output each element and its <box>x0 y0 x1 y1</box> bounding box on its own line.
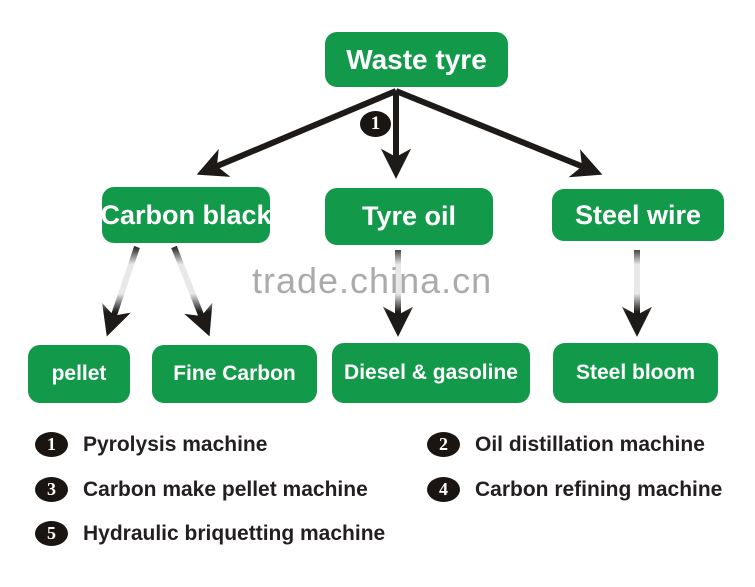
legend-item-carbon-refining: 4 Carbon refining machine <box>427 477 722 502</box>
arrow-waste-tyre-to-carbon-black <box>196 88 398 177</box>
node-pellet: pellet <box>28 345 130 403</box>
node-tyre-oil: Tyre oil <box>325 188 493 245</box>
legend-badge-2: 2 <box>427 432 460 457</box>
legend-label: Oil distillation machine <box>475 432 705 456</box>
arrow-waste-tyre-to-steel-wire <box>394 88 603 178</box>
watermark-text: trade.china.cn <box>252 260 493 301</box>
arrow-number-badge-1: 1 <box>360 111 391 137</box>
legend-badge-3: 3 <box>35 477 68 502</box>
legend-item-pyrolysis: 1 Pyrolysis machine <box>35 432 267 457</box>
legend-label: Pyrolysis machine <box>83 432 268 456</box>
legend-label: Carbon refining machine <box>475 477 723 501</box>
node-waste-tyre: Waste tyre <box>325 32 508 87</box>
legend-item-carbon-make-pellet: 3 Carbon make pellet machine <box>35 477 368 502</box>
legend-item-hydraulic-briquetting: 5 Hydraulic briquetting machine <box>35 521 385 546</box>
watermark-blur-band <box>0 246 755 312</box>
node-diesel-gasoline: Diesel & gasoline <box>332 343 530 403</box>
legend-label: Carbon make pellet machine <box>83 477 368 501</box>
node-steel-wire: Steel wire <box>552 189 724 241</box>
node-carbon-black: Carbon black <box>100 187 272 243</box>
legend-badge-5: 5 <box>35 521 68 546</box>
legend-item-oil-distillation: 2 Oil distillation machine <box>427 432 705 457</box>
legend-label: Hydraulic briquetting machine <box>83 521 386 545</box>
node-steel-bloom: Steel bloom <box>553 343 718 403</box>
node-fine-carbon: Fine Carbon <box>152 345 317 403</box>
legend-badge-1: 1 <box>35 432 68 457</box>
legend-badge-4: 4 <box>427 477 460 502</box>
